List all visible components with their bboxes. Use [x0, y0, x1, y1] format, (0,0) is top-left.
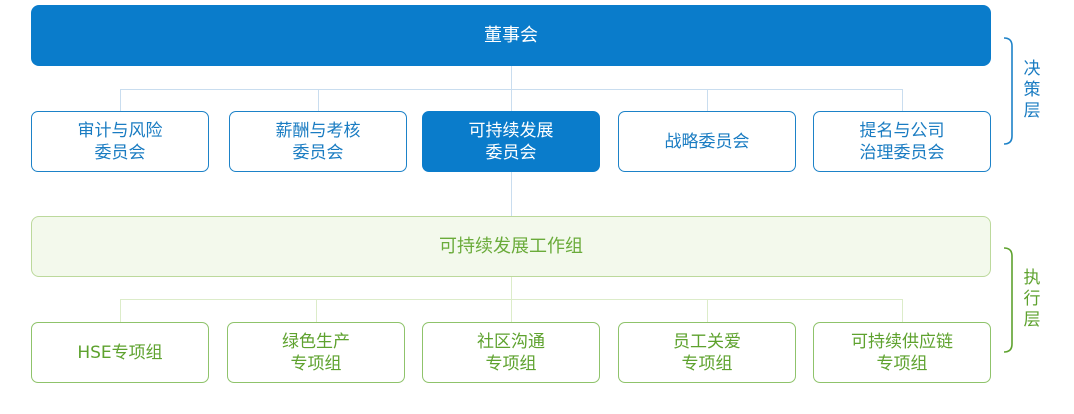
decision-layer-bracket: 决 策 层: [1000, 36, 1060, 146]
task-group-community: 社区沟通 专项组: [422, 322, 600, 383]
connector-committee-rail: [120, 89, 903, 90]
task-group-label-line2: 专项组: [290, 353, 342, 374]
committee-strategy: 战略委员会: [618, 111, 796, 172]
task-group-label-line1: 员工关爱: [673, 331, 741, 352]
connector-committee-to-working-group: [511, 172, 512, 216]
board-node: 董事会: [31, 5, 991, 66]
connector-committee-2: [318, 89, 319, 111]
committee-label-line2: 委员会: [94, 142, 146, 163]
committee-label-line2: 治理委员会: [859, 142, 945, 163]
committee-label-line1: 战略委员会: [664, 131, 750, 152]
decision-layer-char-1: 决: [1023, 59, 1041, 79]
working-group-label: 可持续发展工作组: [439, 235, 583, 257]
task-group-label-line1: 可持续供应链: [851, 331, 953, 352]
task-group-label-line1: 社区沟通: [477, 331, 545, 352]
committee-label-line2: 委员会: [485, 142, 537, 163]
execution-layer-bracket: 执 行 层: [1000, 246, 1060, 354]
task-group-green-production: 绿色生产 专项组: [227, 322, 405, 383]
connector-task-rail: [120, 299, 903, 300]
task-group-label-line2: 专项组: [876, 353, 928, 374]
committee-label-line2: 委员会: [292, 142, 344, 163]
task-group-label-line2: 专项组: [485, 353, 537, 374]
connector-committee-1: [120, 89, 121, 111]
connector-task-4: [707, 299, 708, 322]
board-label: 董事会: [484, 24, 538, 46]
execution-layer-char-3: 层: [1023, 310, 1041, 330]
task-group-label-line1: 绿色生产: [282, 331, 350, 352]
task-group-label-line2: 专项组: [681, 353, 733, 374]
committee-nomination-governance: 提名与公司 治理委员会: [813, 111, 991, 172]
committee-label-line1: 审计与风险: [77, 120, 163, 141]
committee-audit-risk: 审计与风险 委员会: [31, 111, 209, 172]
connector-task-5: [902, 299, 903, 322]
committee-compensation: 薪酬与考核 委员会: [229, 111, 407, 172]
committee-sustainability: 可持续发展 委员会: [422, 111, 600, 172]
decision-layer-char-3: 层: [1023, 101, 1041, 121]
committee-label-line1: 可持续发展: [468, 120, 554, 141]
execution-layer-char-1: 执: [1023, 268, 1041, 288]
committee-label-line1: 提名与公司: [859, 120, 945, 141]
committee-label-line1: 薪酬与考核: [275, 120, 361, 141]
task-group-label-line1: HSE专项组: [77, 342, 163, 363]
connector-task-1: [120, 299, 121, 322]
task-group-employee-care: 员工关爱 专项组: [618, 322, 796, 383]
decision-layer-char-2: 策: [1023, 80, 1041, 100]
execution-layer-char-2: 行: [1023, 289, 1041, 309]
task-group-supply-chain: 可持续供应链 专项组: [813, 322, 991, 383]
bracket-icon: [1003, 37, 1013, 145]
working-group-node: 可持续发展工作组: [31, 216, 991, 277]
connector-board-trunk: [511, 66, 512, 111]
task-group-hse: HSE专项组: [31, 322, 209, 383]
bracket-icon: [1003, 247, 1013, 353]
connector-committee-4: [707, 89, 708, 111]
connector-committee-5: [902, 89, 903, 111]
connector-task-2: [316, 299, 317, 322]
